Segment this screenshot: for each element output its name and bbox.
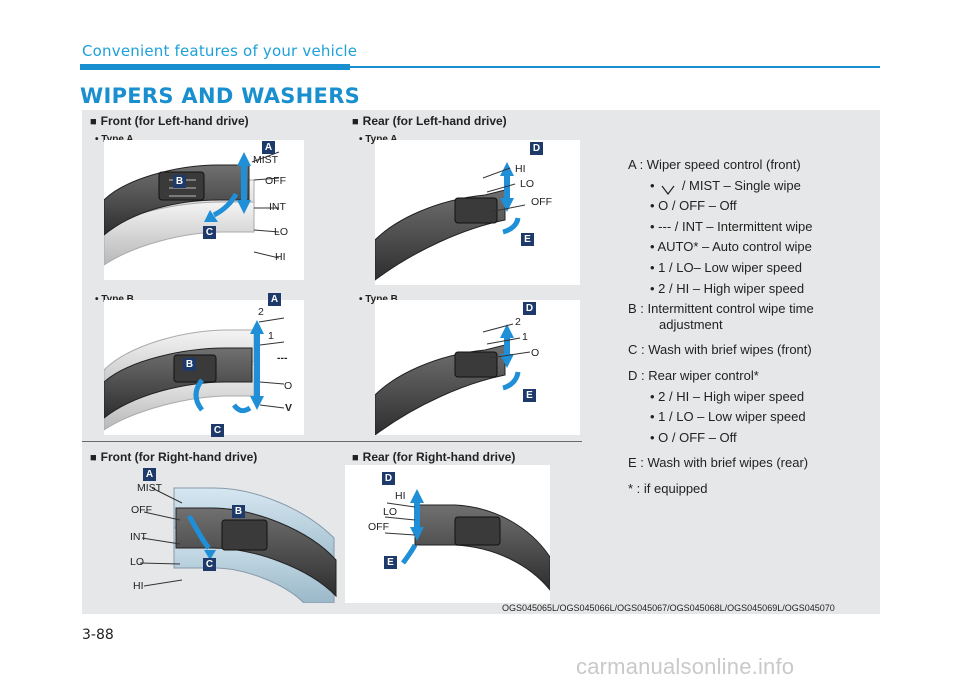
desc-a-single-wipe-text: / MIST – Single wipe <box>681 177 801 193</box>
desc-e-title: E : Wash with brief wipes (rear) <box>628 455 809 471</box>
v-mist-icon <box>661 181 675 196</box>
label-off: OFF <box>265 175 286 187</box>
label-rear-hi: HI <box>515 163 526 175</box>
label-rhd-hi: HI <box>133 580 144 592</box>
heading-rear-lhd-text: Rear (for Left-hand drive) <box>362 114 507 128</box>
type-b-label-rear: • Type B <box>359 294 398 305</box>
bullet: • <box>650 177 655 193</box>
header-rule <box>350 66 880 68</box>
label-one: 1 <box>268 330 274 342</box>
label-mist: MIST <box>253 154 279 166</box>
label-rhd-int: INT <box>130 531 147 543</box>
label-dashes: --- <box>277 352 288 364</box>
rear-lhd-type-a-illustration <box>375 140 580 285</box>
label-rear-off: OFF <box>531 196 552 208</box>
rear-lhd-type-b-illustration <box>375 300 580 435</box>
wiper-lever-illustration <box>345 465 550 603</box>
square-bullet: ■ <box>352 452 359 464</box>
badge-a: A <box>262 141 275 154</box>
badge-b: B <box>173 175 186 188</box>
heading-rear-lhd: ■Rear (for Left-hand drive) <box>352 114 507 128</box>
image-codes: OGS045065L/OGS045066L/OGS045067/OGS04506… <box>502 603 835 613</box>
wiper-lever-illustration <box>375 300 580 435</box>
label-rear-rhd-hi: HI <box>395 490 406 502</box>
header-bar <box>80 64 350 70</box>
desc-a-hi: • 2 / HI – High wiper speed <box>650 280 805 296</box>
desc-a-lo: • 1 / LO– Low wiper speed <box>650 259 802 275</box>
section-header: Convenient features of your vehicle <box>82 42 358 60</box>
desc-c-title: C : Wash with brief wipes (front) <box>628 342 812 358</box>
desc-d-hi: • 2 / HI – High wiper speed <box>650 388 805 404</box>
front-lhd-type-a-illustration <box>104 140 304 280</box>
watermark: carmanualsonline.info <box>576 654 795 679</box>
desc-footnote: * : if equipped <box>628 480 708 496</box>
heading-front-rhd-text: Front (for Right-hand drive) <box>100 450 258 464</box>
wiper-lever-illustration <box>104 140 304 280</box>
section-divider <box>82 441 582 442</box>
badge-e-rhd: E <box>384 556 397 569</box>
label-rhd-off: OFF <box>131 504 152 516</box>
badge-c: C <box>203 226 216 239</box>
badge-c-rhd: C <box>203 558 216 571</box>
front-rhd-illustration <box>104 468 339 603</box>
badge-d-rhd: D <box>382 472 395 485</box>
badge-e-type-b: E <box>523 389 536 402</box>
square-bullet: ■ <box>90 116 97 128</box>
wiper-lever-illustration <box>104 300 304 435</box>
label-rear-rhd-lo: LO <box>383 506 398 518</box>
wiper-lever-illustration <box>375 140 580 285</box>
label-lo: LO <box>274 226 289 238</box>
badge-a-type-b: A <box>268 293 281 306</box>
label-int: INT <box>269 201 286 213</box>
label-hi: HI <box>275 251 286 263</box>
label-two: 2 <box>258 306 264 318</box>
desc-a-int: • --- / INT – Intermittent wipe <box>650 218 813 234</box>
heading-rear-rhd-text: Rear (for Right-hand drive) <box>362 450 516 464</box>
heading-front-lhd-text: Front (for Left-hand drive) <box>100 114 249 128</box>
label-rear-o: O <box>531 347 540 359</box>
label-rhd-mist: MIST <box>137 482 163 494</box>
square-bullet: ■ <box>90 452 97 464</box>
badge-b-type-b: B <box>183 358 196 371</box>
desc-d-off: • O / OFF – Off <box>650 429 737 445</box>
heading-rear-rhd: ■Rear (for Right-hand drive) <box>352 450 515 464</box>
badge-b-rhd: B <box>232 505 245 518</box>
desc-b-title-cont: adjustment <box>659 316 723 332</box>
heading-front-rhd: ■Front (for Right-hand drive) <box>90 450 257 464</box>
label-rear-rhd-off: OFF <box>368 521 389 533</box>
square-bullet: ■ <box>352 116 359 128</box>
label-v: V <box>285 402 293 414</box>
wiper-lever-illustration <box>104 468 339 603</box>
type-a-label-front: • Type A <box>95 134 134 145</box>
desc-b-title: B : Intermittent control wipe time <box>628 301 814 317</box>
page-number: 3-88 <box>82 627 114 643</box>
type-b-label-front: • Type B <box>95 294 134 305</box>
label-o: O <box>284 380 293 392</box>
desc-d-title: D : Rear wiper control* <box>628 367 759 383</box>
label-rear-two: 2 <box>515 316 521 328</box>
type-a-label-rear: • Type A <box>359 134 398 145</box>
heading-front-lhd: ■Front (for Left-hand drive) <box>90 114 249 128</box>
desc-d-lo: • 1 / LO – Low wiper speed <box>650 409 806 425</box>
label-rhd-lo: LO <box>130 556 145 568</box>
badge-a-rhd: A <box>143 468 156 481</box>
label-rear-lo: LO <box>520 178 535 190</box>
badge-e: E <box>521 233 534 246</box>
page-title: WIPERS AND WASHERS <box>80 84 361 108</box>
desc-a-off: • O / OFF – Off <box>650 198 737 214</box>
label-rear-one: 1 <box>522 331 528 343</box>
rear-rhd-illustration <box>345 465 550 603</box>
badge-d: D <box>530 142 543 155</box>
desc-a-title: A : Wiper speed control (front) <box>628 157 801 172</box>
badge-d-type-b: D <box>523 302 536 315</box>
desc-a-single-wipe: • / MIST – Single wipe <box>628 176 878 197</box>
badge-c-type-b: C <box>211 424 224 437</box>
front-lhd-type-b-illustration <box>104 300 304 435</box>
desc-a-auto: • AUTO* – Auto control wipe <box>650 239 812 255</box>
description-list: A : Wiper speed control (front) • / MIST… <box>628 155 878 500</box>
